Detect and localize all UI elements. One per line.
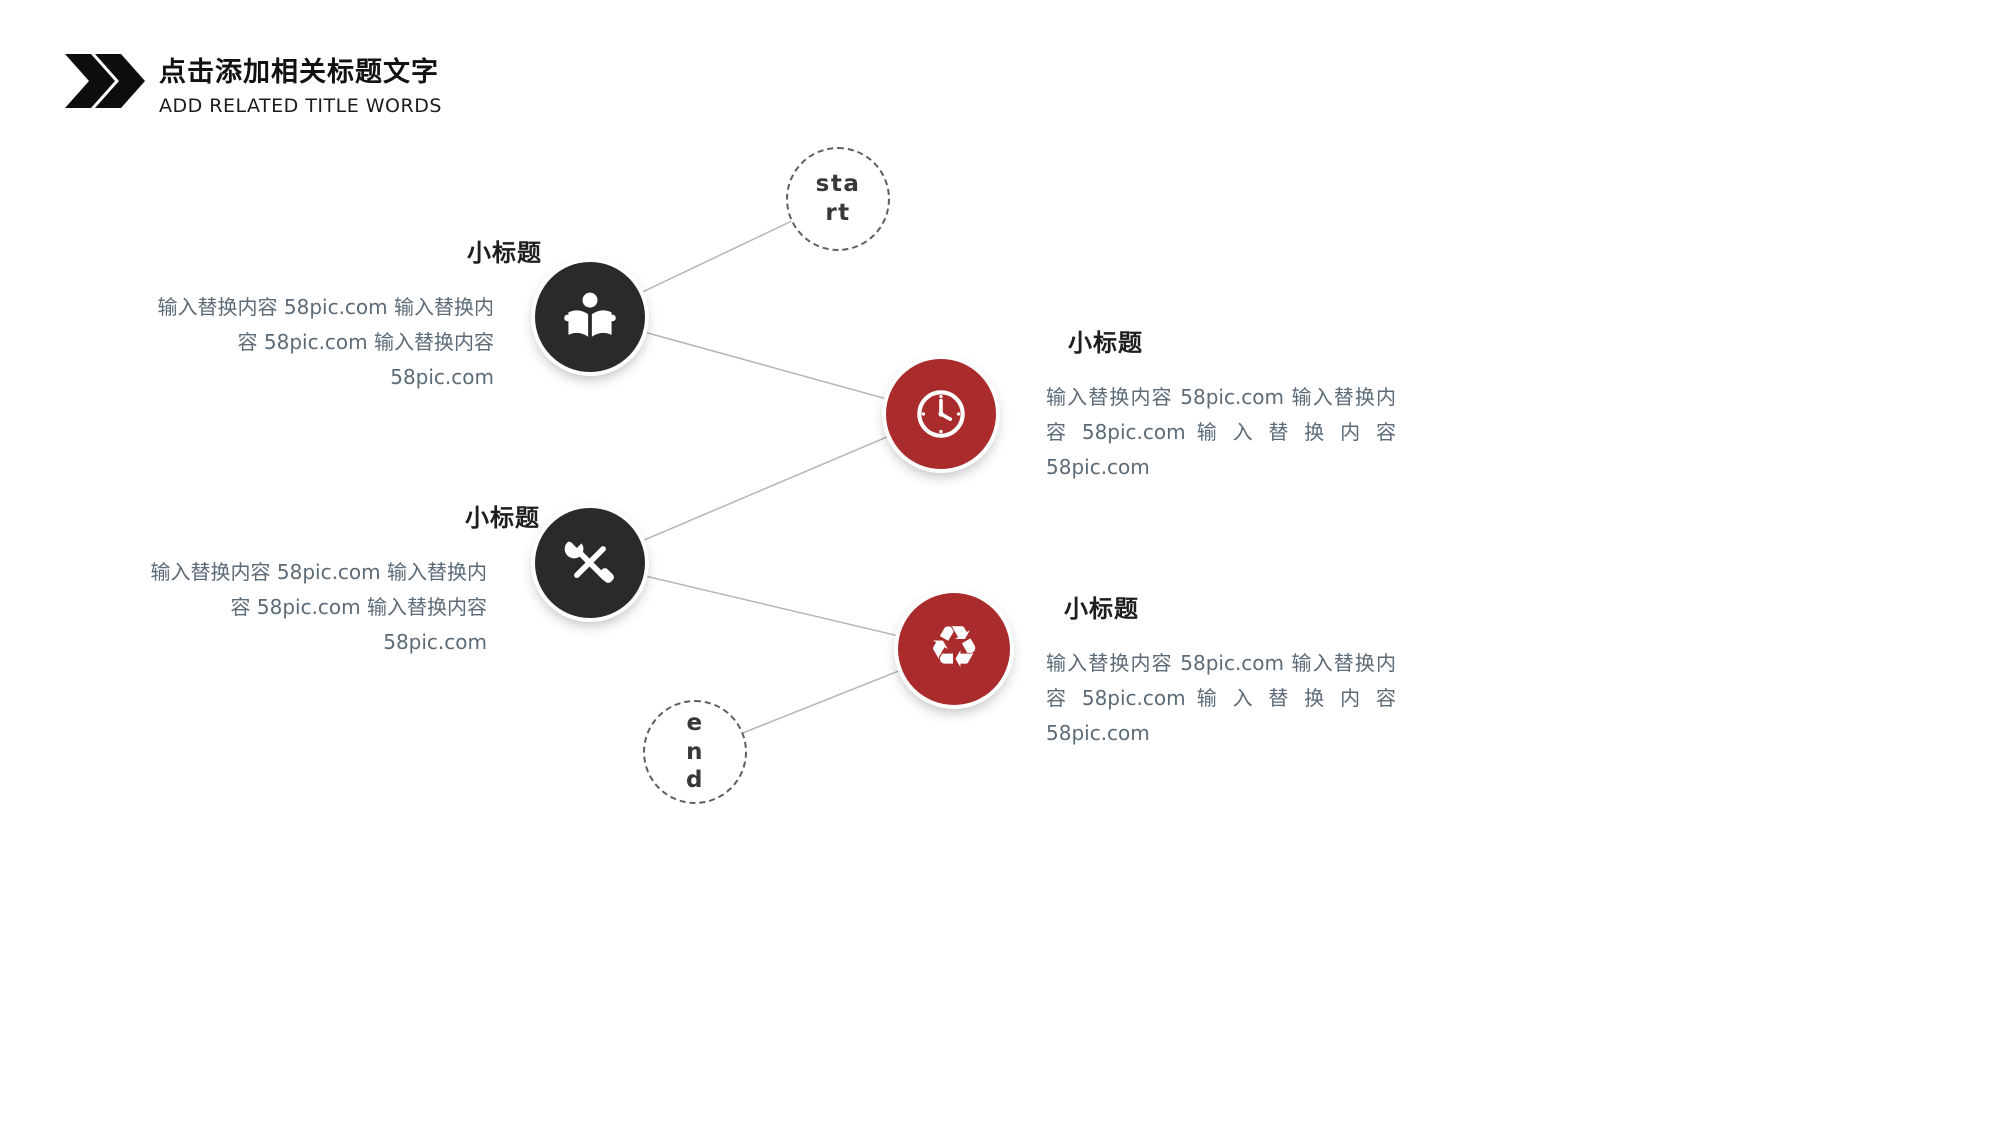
double-chevron-icon: [65, 54, 145, 108]
text-block-1: 小标题 输入替换内容 58pic.com 输入替换内容 58pic.com 输入…: [150, 233, 542, 395]
title-group: 点击添加相关标题文字 ADD RELATED TITLE WORDS: [159, 50, 442, 117]
item-body[interactable]: 输入替换内容 58pic.com 输入替换内容 58pic.com 输入替换内容…: [150, 560, 487, 654]
end-label: end: [686, 709, 704, 794]
step-node-recycle: ♻: [898, 593, 1010, 705]
step-node-clock: [886, 359, 996, 469]
tools-icon: [564, 541, 614, 583]
reader-icon: [564, 292, 616, 337]
item-body[interactable]: 输入替换内容 58pic.com 输入替换内容 58pic.com 输入替换内容…: [157, 295, 494, 389]
text-block-4: 小标题 输入替换内容 58pic.com 输入替换内容 58pic.com 输 …: [1046, 589, 1396, 751]
clock-icon: [917, 390, 965, 438]
item-heading[interactable]: 小标题: [1068, 329, 1143, 357]
item-heading[interactable]: 小标题: [465, 504, 540, 532]
slide-header: 点击添加相关标题文字 ADD RELATED TITLE WORDS: [65, 50, 442, 117]
start-label: start: [815, 171, 861, 226]
page-subtitle[interactable]: ADD RELATED TITLE WORDS: [159, 95, 442, 117]
step-node-tools: [535, 508, 645, 618]
item-heading[interactable]: 小标题: [467, 239, 542, 267]
text-block-3: 小标题 输入替换内容 58pic.com 输入替换内容 58pic.com 输入…: [148, 498, 540, 660]
page-title[interactable]: 点击添加相关标题文字: [159, 57, 439, 88]
start-node: start: [786, 147, 890, 251]
item-heading[interactable]: 小标题: [1064, 595, 1139, 623]
item-body[interactable]: 输入替换内容 58pic.com 输入替换内容 58pic.com 输 入 替 …: [1046, 651, 1396, 745]
item-body[interactable]: 输入替换内容 58pic.com 输入替换内容 58pic.com 输 入 替 …: [1046, 385, 1396, 479]
end-node: end: [643, 700, 747, 804]
step-node-reader: [535, 262, 645, 372]
recycle-icon: ♻: [928, 613, 980, 681]
text-block-2: 小标题 输入替换内容 58pic.com 输入替换内容 58pic.com 输 …: [1046, 323, 1396, 485]
